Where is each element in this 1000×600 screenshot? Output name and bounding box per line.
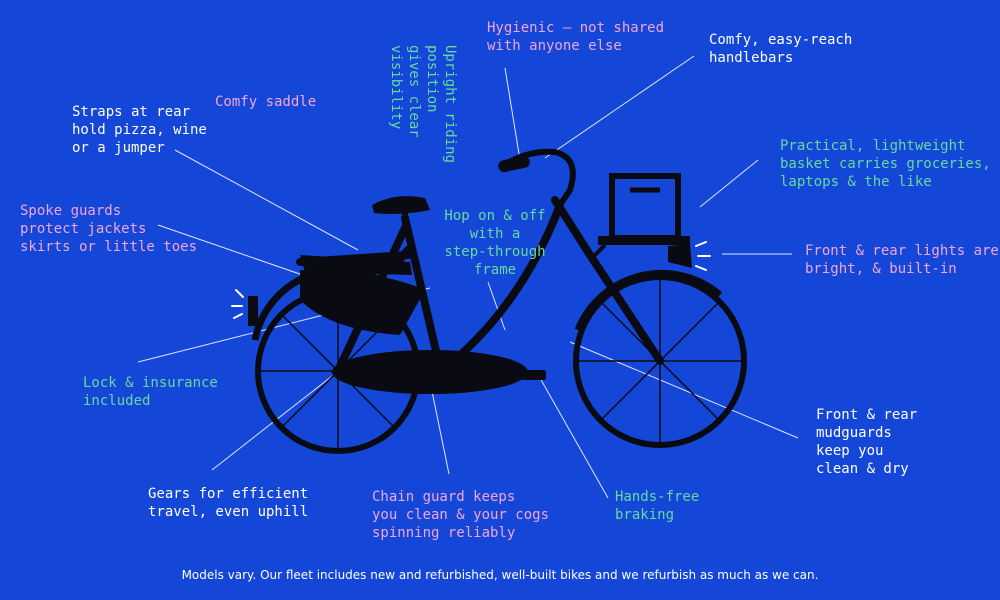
label-basket: Practical, lightweight basket carries gr…: [780, 138, 991, 190]
label-lights: Front & rear lights are bright, & built-…: [805, 243, 999, 277]
saddle: [372, 196, 430, 214]
label-upright-position: Upright riding position gives clear visi…: [388, 45, 458, 164]
label-brakes: Hands-free braking: [615, 489, 700, 523]
pedal: [522, 370, 546, 380]
basket: [588, 173, 690, 262]
label-mudguards: Front & rear mudguards keep you clean & …: [816, 407, 918, 477]
rear-light: [248, 296, 258, 326]
label-step-through-frame: Hop on & off with a step-through frame: [444, 208, 546, 278]
label-spoke-guards: Spoke guards protect jackets skirts or l…: [20, 203, 198, 255]
front-mudguard: [574, 269, 723, 332]
footer-note: Models vary. Our fleet includes new and …: [181, 568, 819, 582]
bicycle: [231, 148, 747, 454]
label-gears: Gears for efficient travel, even uphill: [148, 486, 309, 520]
front-light-glow: [695, 241, 711, 271]
label-hygienic: Hygienic – not shared with anyone else: [487, 20, 665, 54]
label-saddle: Comfy saddle: [215, 94, 317, 110]
chain-guard: [332, 350, 528, 394]
handlebar-grip: [498, 155, 530, 173]
rear-light-glow: [231, 289, 244, 319]
label-chain-guard: Chain guard keeps you clean & your cogs …: [372, 489, 550, 541]
front-light: [668, 244, 692, 268]
label-handlebars: Comfy, easy-reach handlebars: [709, 32, 853, 66]
label-straps: Straps at rear hold pizza, wine or a jum…: [72, 104, 207, 156]
leader-lines: [137, 55, 799, 499]
rear-rack: [300, 255, 412, 275]
spoke-guard: [300, 270, 425, 335]
label-lock-insurance: Lock & insurance included: [83, 375, 218, 409]
